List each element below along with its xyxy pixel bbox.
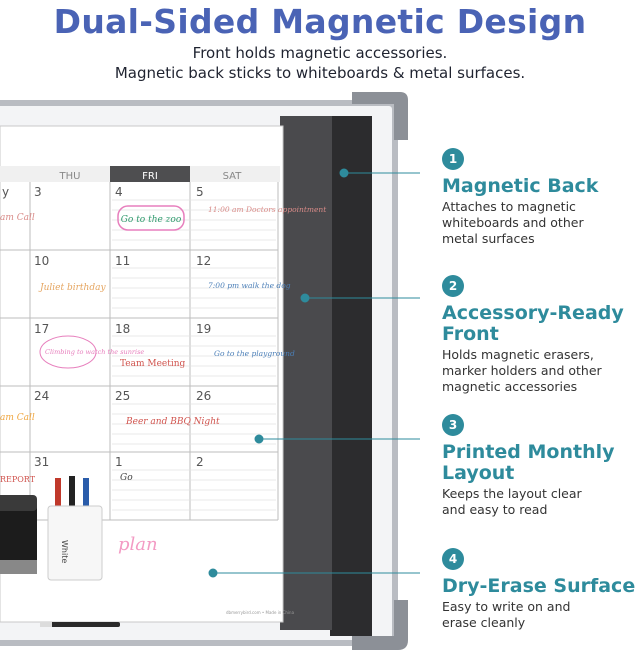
subheadline-line-2: Magnetic back sticks to whiteboards & me… <box>114 64 526 82</box>
date-19: 19 <box>196 322 211 336</box>
handwritten-notes: Go to the zoo 11:00 am Doctors appointme… <box>0 205 327 555</box>
feature-title-4: Dry-Erase Surface <box>442 575 636 597</box>
feature-desc-3: Keeps the layout clear and easy to read <box>442 486 582 517</box>
date-10: 10 <box>34 254 49 268</box>
callout-connectors <box>208 168 420 578</box>
headline: Dual-Sided Magnetic Design <box>53 2 587 41</box>
date-12: 12 <box>196 254 211 268</box>
sunrise-note-cloud <box>39 335 97 369</box>
feature-title-3: Printed Monthly Layout <box>442 441 615 484</box>
feature-number-1: 1 <box>442 148 464 170</box>
date-3: 3 <box>34 185 42 199</box>
date-18: 18 <box>115 322 130 336</box>
calendar-sheet <box>0 125 284 623</box>
date-24: 24 <box>34 389 49 403</box>
feature-number-4: 4 <box>442 548 464 570</box>
calendar-footer-print: dbmerrybird.com • Made in China <box>226 610 295 615</box>
feature-number-3: 3 <box>442 414 464 436</box>
feature-desc-4: Easy to write on and erase cleanly <box>442 599 571 630</box>
feature-title-1: Magnetic Back <box>442 175 599 197</box>
feature-title-2: Accessory-Ready Front <box>442 302 624 345</box>
magnetic-back-sheet <box>330 116 372 636</box>
callout-dot-3 <box>254 434 264 444</box>
calendar-grid <box>0 182 279 521</box>
feature-desc-2: Holds magnetic erasers, marker holders a… <box>442 347 602 394</box>
marker-holder-icon: White <box>47 476 103 581</box>
feature-number-2: 2 <box>442 275 464 297</box>
note-go: Go <box>120 473 133 483</box>
date-2: 2 <box>196 455 204 469</box>
date-y: y <box>2 185 9 199</box>
frame-corner-bottom-right <box>352 600 408 650</box>
callout-dot-1 <box>339 168 349 178</box>
note-report: REPORT <box>0 475 36 484</box>
date-31: 31 <box>34 455 49 469</box>
date-4: 4 <box>115 185 123 199</box>
frame-corner-top-right <box>352 92 408 140</box>
magnetic-back-sheet-2 <box>280 116 332 630</box>
callout-dot-4 <box>208 568 218 578</box>
ruled-lines <box>112 199 276 511</box>
note-sunrise: Climbing to watch the sunrise <box>45 348 144 356</box>
date-17: 17 <box>34 322 49 336</box>
date-1: 1 <box>115 455 123 469</box>
note-plan: plan <box>118 534 158 555</box>
sat-header: SAT <box>223 171 243 182</box>
marker-pen-icon <box>40 622 120 627</box>
fri-header: FRI <box>142 171 158 182</box>
feature-printed-layout: 3 Printed Monthly Layout Keeps the layou… <box>442 414 640 518</box>
feature-desc-1: Attaches to magnetic whiteboards and oth… <box>442 199 584 246</box>
feature-dry-erase: 4 Dry-Erase Surface Easy to write on and… <box>442 548 640 631</box>
note-juliet: Juliet birthday <box>38 283 106 293</box>
note-playground: Go to the playground <box>214 349 295 358</box>
callout-dot-2 <box>300 293 310 303</box>
note-team-meeting: Team Meeting <box>120 359 186 369</box>
note-walk-dog: 7:00 pm walk the dog <box>208 281 291 290</box>
feature-magnetic-back: 1 Magnetic Back Attaches to magnetic whi… <box>442 148 640 247</box>
marker-label: White <box>60 540 69 563</box>
date-11: 11 <box>115 254 130 268</box>
date-26: 26 <box>196 389 211 403</box>
note-am-call: am Call <box>0 213 35 223</box>
friday-header-cell <box>110 166 190 182</box>
date-5: 5 <box>196 185 204 199</box>
subheadline-line-1: Front holds magnetic accessories. <box>192 44 448 62</box>
whiteboard-product-illustration: THU FRI SAT y 3 4 5 10 11 12 17 18 19 24… <box>0 92 420 650</box>
note-go-to-zoo: Go to the zoo <box>121 215 182 225</box>
thu-header: THU <box>59 171 81 182</box>
feature-accessory-ready: 2 Accessory-Ready Front Holds magnetic e… <box>442 275 640 395</box>
magnetic-eraser-icon <box>0 495 37 574</box>
note-doctors: 11:00 am Doctors appointment <box>208 205 327 214</box>
note-am-call-2: am Call <box>0 413 35 423</box>
date-25: 25 <box>115 389 130 403</box>
zoo-note-cloud <box>117 205 185 231</box>
note-bbq: Beer and BBQ Night <box>125 417 220 427</box>
date-numbers: y 3 4 5 10 11 12 17 18 19 24 25 26 31 1 … <box>2 185 211 469</box>
